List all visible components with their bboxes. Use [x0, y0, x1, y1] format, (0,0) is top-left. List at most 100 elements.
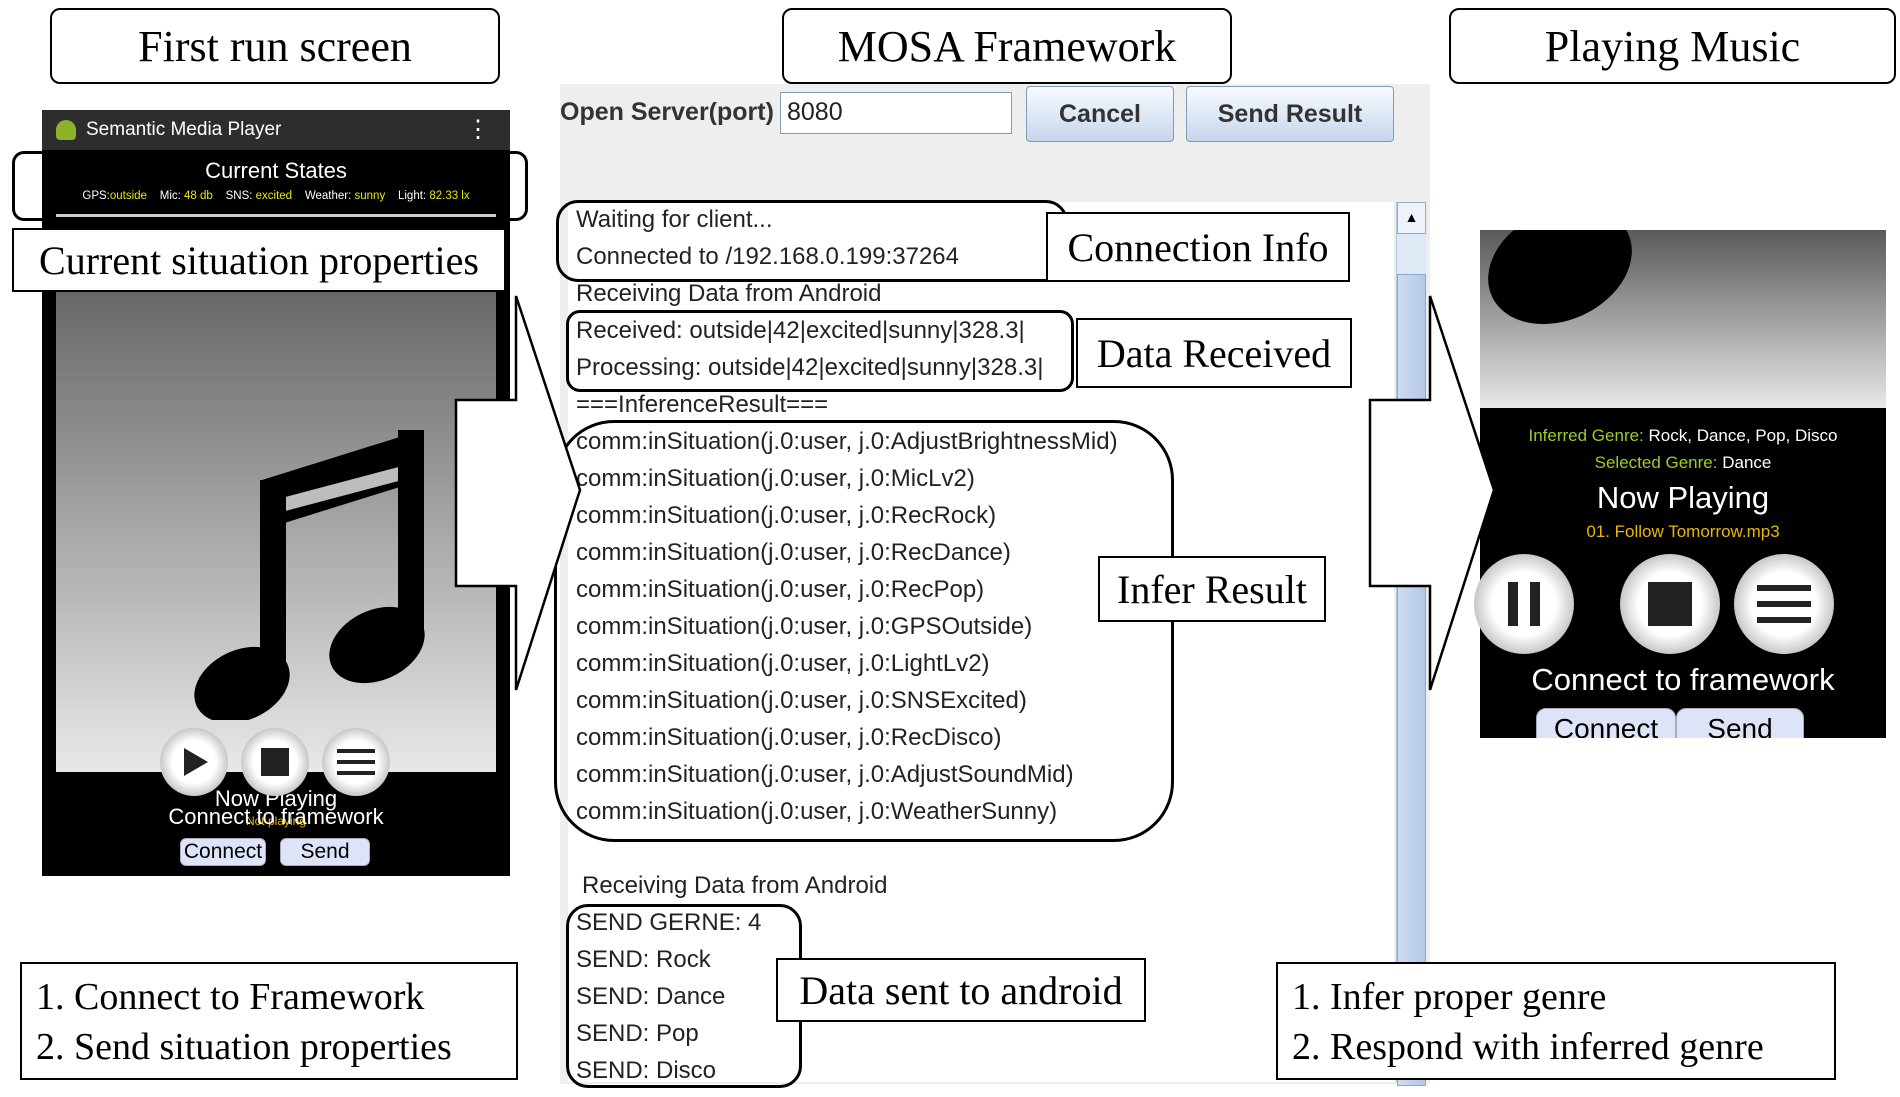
selected-genre-line: Selected Genre: Dance [1480, 453, 1886, 473]
connect-framework-label: Connect to framework [168, 804, 384, 829]
stop-icon [261, 748, 289, 776]
note-left-line-2: 2. Send situation properties [36, 1026, 452, 1068]
callout-data-sent: Data sent to android [776, 958, 1146, 1022]
note-right-line-1: 1. Infer proper genre [1292, 976, 1607, 1018]
connect-button[interactable]: Connect [180, 838, 266, 866]
log-line: SEND: Pop [576, 1020, 699, 1047]
send-result-button[interactable]: Send Result [1186, 86, 1394, 142]
overflow-menu-icon[interactable]: ⋮ [466, 116, 490, 143]
log-line: comm:inSituation(j.0:user, j.0:MicLv2) [576, 465, 975, 492]
callout-data-received-text: Data Received [1096, 330, 1332, 376]
log-line: comm:inSituation(j.0:user, j.0:WeatherSu… [576, 798, 1058, 825]
right-stop-button[interactable] [1620, 554, 1720, 654]
play-icon [184, 748, 208, 776]
callout-connection-info: Connection Info [1046, 212, 1350, 282]
log-line: comm:inSituation(j.0:user, j.0:GPSOutsid… [576, 613, 1033, 640]
log-line: Connected to /192.168.0.199:37264 [576, 243, 959, 270]
pause-button[interactable] [1474, 554, 1574, 654]
pause-icon [1508, 582, 1540, 626]
log-line: ===InferenceResult=== [576, 391, 829, 418]
right-playlist-button[interactable] [1734, 554, 1834, 654]
port-input[interactable]: 8080 [780, 92, 1012, 134]
title-playing: Playing Music [1449, 8, 1896, 84]
callout-current-situation: Current situation properties [12, 228, 506, 292]
right-connect-btn-wrap: Connect [1536, 708, 1676, 738]
light-value: 82.33 lx [429, 190, 470, 202]
weather-label: Weather: [304, 190, 352, 202]
playlist-icon [337, 749, 375, 775]
title-playing-text: Playing Music [1544, 21, 1801, 71]
note-left: 1. Connect to Framework 2. Send situatio… [20, 962, 518, 1080]
log-line: Receiving Data from Android [576, 280, 882, 307]
cancel-button[interactable]: Cancel [1026, 86, 1174, 142]
send-button[interactable]: Send [280, 838, 370, 866]
inferred-genre-label: Inferred Genre: [1528, 426, 1644, 445]
gps-value: outside [109, 190, 147, 202]
scroll-up-arrow[interactable]: ▲ [1397, 202, 1426, 234]
right-playlist-icon [1757, 585, 1811, 623]
log-line: comm:inSituation(j.0:user, j.0:AdjustBri… [576, 428, 1118, 455]
note-left-line-1: 1. Connect to Framework [36, 976, 425, 1018]
title-first-run-text: First run screen [138, 21, 412, 71]
log-line: SEND GERNE: 4 [576, 909, 762, 936]
log-line: Receiving Data from Android [582, 872, 888, 899]
current-states-title: Current States [205, 158, 347, 183]
not-playing-label: Not playing [245, 814, 307, 828]
callout-data-sent-text: Data sent to android [799, 967, 1123, 1013]
log-line: SEND: Dance [576, 983, 726, 1010]
arrow-left-to-center [454, 295, 582, 691]
right-send-btn-wrap: Send [1676, 708, 1804, 738]
light-label: Light: [397, 190, 427, 202]
note-right: 1. Infer proper genre 2. Respond with in… [1276, 962, 1836, 1080]
log-line: comm:inSituation(j.0:user, j.0:LightLv2) [576, 650, 990, 677]
right-connect-button[interactable]: Connect [1536, 708, 1676, 738]
inferred-genre-line: Inferred Genre: Rock, Dance, Pop, Disco [1480, 426, 1886, 446]
play-button[interactable] [160, 728, 228, 796]
connection-info-highlight [556, 200, 1068, 282]
note-head-icon [1488, 230, 1632, 325]
log-line: comm:inSituation(j.0:user, j.0:RecDance) [576, 539, 1011, 566]
gps-label: GPS: [82, 190, 110, 202]
infer-result-highlight [554, 420, 1174, 842]
mic-value: 48 db [184, 190, 213, 202]
current-states-highlight [12, 151, 528, 221]
note-right-line-2: 2. Respond with inferred genre [1292, 1026, 1764, 1068]
selected-genre-value: Dance [1722, 453, 1772, 472]
app-title-bar: Semantic Media Player ⋮ [42, 110, 510, 150]
log-line: Received: outside|42|excited|sunny|328.3… [576, 317, 1025, 344]
log-line: Processing: outside|42|excited|sunny|328… [576, 354, 1044, 381]
log-line: SEND: Rock [576, 946, 711, 973]
right-now-playing: Now Playing [1596, 480, 1770, 515]
arrow-center-to-right [1368, 295, 1496, 691]
callout-data-received: Data Received [1076, 318, 1352, 388]
music-note-icon [194, 430, 425, 720]
log-line: comm:inSituation(j.0:user, j.0:RecRock) [576, 502, 997, 529]
log-line: comm:inSituation(j.0:user, j.0:AdjustSou… [576, 761, 1074, 788]
log-line: comm:inSituation(j.0:user, j.0:RecPop) [576, 576, 985, 603]
right-send-button[interactable]: Send [1676, 708, 1804, 738]
title-mosa-text: MOSA Framework [837, 21, 1177, 71]
data-sent-highlight [566, 904, 802, 1088]
data-received-highlight [566, 310, 1074, 392]
playlist-button[interactable] [322, 728, 390, 796]
log-line: Waiting for client... [576, 206, 773, 233]
right-stop-icon [1648, 582, 1692, 626]
mic-label: Mic: [159, 190, 181, 202]
port-label: Open Server(port) [560, 98, 774, 126]
log-line: comm:inSituation(j.0:user, j.0:RecDisco) [576, 724, 1002, 751]
divider [56, 214, 496, 217]
stop-button[interactable] [241, 728, 309, 796]
states-line: GPS:outside Mic: 48 db SNS: excited Weat… [42, 190, 510, 202]
selected-genre-label: Selected Genre: [1594, 453, 1718, 472]
log-line: SEND: Disco [576, 1057, 717, 1084]
title-first-run: First run screen [50, 8, 500, 84]
weather-value: sunny [354, 190, 386, 202]
inferred-genre-value: Rock, Dance, Pop, Disco [1648, 426, 1838, 445]
callout-current-situation-text: Current situation properties [39, 237, 479, 283]
log-line: comm:inSituation(j.0:user, j.0:SNSExcite… [576, 687, 1027, 714]
callout-infer-result-text: Infer Result [1117, 566, 1307, 612]
sns-value: excited [255, 190, 293, 202]
app-title: Semantic Media Player [86, 119, 282, 140]
callout-infer-result: Infer Result [1098, 556, 1326, 622]
title-mosa: MOSA Framework [782, 8, 1232, 84]
